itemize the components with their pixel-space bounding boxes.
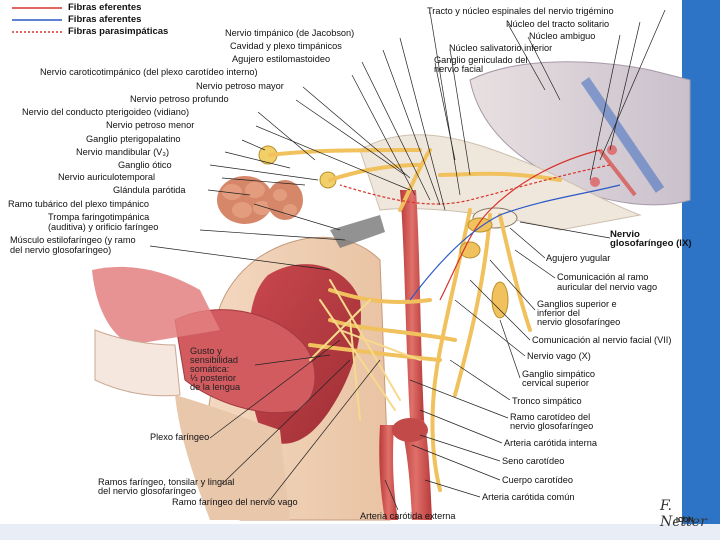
artist-signature: F. Netter xyxy=(660,498,720,530)
label-carotid-branch-2: nervio glosofaríngeo xyxy=(510,421,593,432)
label-facial-communication: Comunicación al nervio facial (VII) xyxy=(532,335,671,346)
label-geniculate-ganglion-2: nervio facial xyxy=(434,64,483,75)
label-sympathetic-trunk: Tronco simpático xyxy=(512,396,582,407)
label-superior-cervical-ganglion-2: cervical superior xyxy=(522,378,589,389)
label-tubal-branch: Ramo tubárico del plexo timpánico xyxy=(8,199,149,210)
label-mandibular-nerve: Nervio mandibular (V₃) xyxy=(76,147,169,158)
label-lesser-petrosal: Nervio petroso menor xyxy=(106,120,194,131)
label-pharyngeal-plexus: Plexo faríngeo xyxy=(150,432,209,443)
label-glossopharyngeal-title-2: glosofaríngeo (IX) xyxy=(610,238,692,249)
label-external-carotid: Arteria carótida externa xyxy=(360,511,456,522)
label-internal-carotid: Arteria carótida interna xyxy=(504,438,597,449)
label-deep-petrosal: Nervio petroso profundo xyxy=(130,94,229,105)
label-parotid-gland: Glándula parótida xyxy=(113,185,186,196)
label-vagus-pharyngeal: Ramo faríngeo del nervio vago xyxy=(172,497,298,508)
label-pharyngotympanic-tube-2: (auditiva) y orificio faríngeo xyxy=(48,222,158,233)
label-inferior-salivatory: Núcleo salivatorio inferior xyxy=(449,43,552,54)
label-tympanic-cavity: Cavidad y plexo timpánicos xyxy=(230,41,342,52)
label-carotid-body: Cuerpo carotídeo xyxy=(502,475,573,486)
label-pterygopalatine-ganglion: Ganglio pterigopalatino xyxy=(86,134,181,145)
legend-efferent: Fibras eferentes xyxy=(68,2,141,13)
label-caroticotympanic-nerve: Nervio caroticotimpánico (del plexo caro… xyxy=(40,67,258,78)
label-auricular-communication-2: auricular del nervio vago xyxy=(557,282,657,293)
label-vidian-nerve: Nervio del conducto pterigoideo (vidiano… xyxy=(22,107,189,118)
label-solitary-nucleus: Núcleo del tracto solitario xyxy=(506,19,609,30)
label-carotid-sinus: Seno carotídeo xyxy=(502,456,564,467)
label-taste-5: de la lengua xyxy=(190,382,240,393)
label-tympanic-nerve: Nervio timpánico (de Jacobson) xyxy=(225,28,354,39)
label-vagus-nerve: Nervio vago (X) xyxy=(527,351,591,362)
label-ix-branches-2: del nervio glosofaríngeo xyxy=(98,486,196,497)
legend-afferent: Fibras aferentes xyxy=(68,14,141,25)
label-auriculotemporal: Nervio auriculotemporal xyxy=(58,172,155,183)
publisher-logo: ICON xyxy=(676,517,694,524)
label-trigeminal-spinal-tract: Tracto y núcleo espinales del nervio tri… xyxy=(427,6,614,17)
label-ix-ganglia-3: nervio glosofaríngeo xyxy=(537,317,620,328)
legend-parasympathetic: Fibras parasimpáticas xyxy=(68,26,168,37)
internal-carotid xyxy=(400,190,424,420)
label-jugular-foramen: Agujero yugular xyxy=(546,253,610,264)
label-nucleus-ambiguus: Núcleo ambiguo xyxy=(529,31,595,42)
label-stylopharyngeus-2: del nervio glosofaríngeo) xyxy=(10,245,111,256)
label-otic-ganglion: Ganglio ótico xyxy=(118,160,172,171)
label-common-carotid: Arteria carótida común xyxy=(482,492,574,503)
parotid-gland xyxy=(217,176,303,224)
label-stylomastoid-foramen: Agujero estilomastoideo xyxy=(232,54,330,65)
label-greater-petrosal: Nervio petroso mayor xyxy=(196,81,284,92)
